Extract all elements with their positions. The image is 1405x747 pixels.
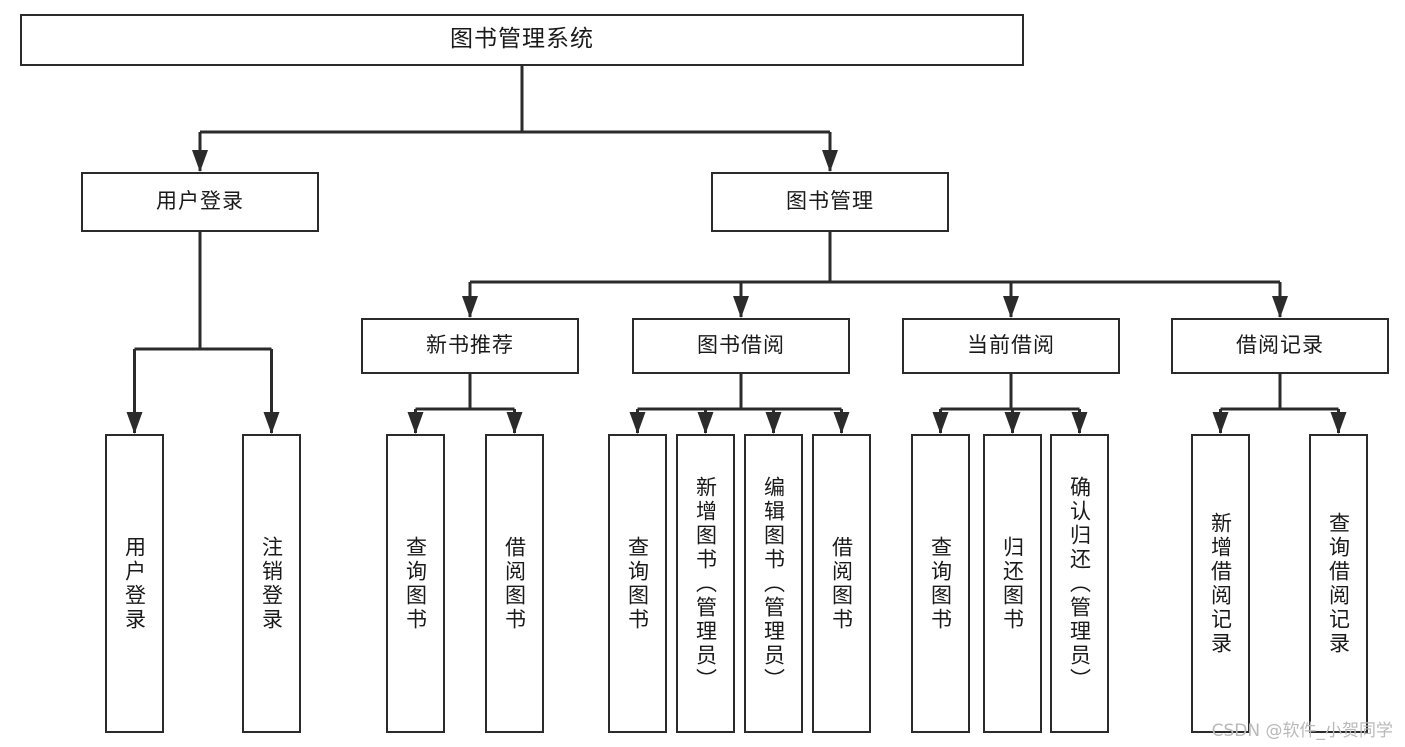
node-label: 查询图书 bbox=[403, 535, 428, 632]
arrow-head-icon bbox=[192, 150, 208, 172]
node-leaf-query-book-3: 查询图书 bbox=[911, 434, 970, 733]
node-label: 新书推荐 bbox=[426, 333, 514, 358]
node-label: 借阅图书 bbox=[829, 535, 854, 632]
arrow-head-icon bbox=[932, 412, 949, 434]
node-leaf-query-book-2: 查询图书 bbox=[608, 434, 667, 733]
arrow-head-icon bbox=[1212, 412, 1229, 434]
node-leaf-user-logout: 注销登录 bbox=[242, 434, 301, 733]
arrow-head-icon bbox=[1272, 296, 1288, 318]
arrow-head-icon bbox=[629, 412, 646, 434]
node-book-borrow: 图书借阅 bbox=[632, 318, 850, 374]
node-leaf-edit-book: 编辑图书（管理员） bbox=[744, 434, 803, 733]
node-leaf-add-book: 新增图书（管理员） bbox=[676, 434, 735, 733]
node-label: 用户登录 bbox=[122, 535, 147, 632]
arrow-head-icon bbox=[126, 412, 143, 434]
node-leaf-query-record: 查询借阅记录 bbox=[1309, 434, 1368, 733]
node-book-manage: 图书管理 bbox=[711, 172, 949, 232]
node-leaf-user-login: 用户登录 bbox=[105, 434, 164, 733]
node-label: 归还图书 bbox=[1000, 535, 1025, 632]
node-label: 当前借阅 bbox=[967, 333, 1055, 358]
node-label: 图书借阅 bbox=[697, 333, 785, 358]
node-root: 图书管理系统 bbox=[20, 14, 1024, 66]
node-label: 借阅记录 bbox=[1236, 333, 1324, 358]
arrow-head-icon bbox=[506, 412, 523, 434]
arrow-head-icon bbox=[822, 150, 838, 172]
arrow-head-icon bbox=[462, 296, 478, 318]
node-label: 注销登录 bbox=[259, 535, 284, 632]
node-label: 新增图书（管理员） bbox=[693, 475, 718, 692]
node-label: 查询借阅记录 bbox=[1326, 511, 1351, 656]
node-label: 查询图书 bbox=[928, 535, 953, 632]
node-leaf-query-book-1: 查询图书 bbox=[386, 434, 445, 733]
arrow-head-icon bbox=[1004, 412, 1021, 434]
arrow-head-icon bbox=[407, 412, 424, 434]
node-borrow-record: 借阅记录 bbox=[1171, 318, 1389, 374]
arrow-head-icon bbox=[833, 412, 850, 434]
arrow-head-icon bbox=[697, 412, 714, 434]
csdn-watermark: CSDN @软件_小贺同学 bbox=[1211, 721, 1393, 741]
node-label: 编辑图书（管理员） bbox=[761, 475, 786, 692]
arrow-head-icon bbox=[263, 412, 280, 434]
node-label: 用户登录 bbox=[156, 189, 244, 214]
arrow-head-icon bbox=[765, 412, 782, 434]
arrow-head-icon bbox=[733, 296, 749, 318]
node-label: 新增借阅记录 bbox=[1208, 511, 1233, 656]
arrow-head-icon bbox=[1330, 412, 1347, 434]
arrow-head-icon bbox=[1003, 296, 1019, 318]
node-leaf-borrow-book-2: 借阅图书 bbox=[812, 434, 871, 733]
node-label: 图书管理系统 bbox=[450, 26, 594, 53]
node-new-book-rec: 新书推荐 bbox=[361, 318, 579, 374]
node-leaf-add-record: 新增借阅记录 bbox=[1191, 434, 1250, 733]
node-user-login: 用户登录 bbox=[81, 172, 319, 232]
node-leaf-confirm-return: 确认归还（管理员） bbox=[1050, 434, 1109, 733]
node-label: 借阅图书 bbox=[502, 535, 527, 632]
node-current-borrow: 当前借阅 bbox=[902, 318, 1120, 374]
node-label: 查询图书 bbox=[625, 535, 650, 632]
arrow-head-icon bbox=[1071, 412, 1088, 434]
node-label: 确认归还（管理员） bbox=[1067, 475, 1092, 692]
node-leaf-return-book: 归还图书 bbox=[983, 434, 1042, 733]
node-leaf-borrow-book-1: 借阅图书 bbox=[485, 434, 544, 733]
node-label: 图书管理 bbox=[786, 189, 874, 214]
